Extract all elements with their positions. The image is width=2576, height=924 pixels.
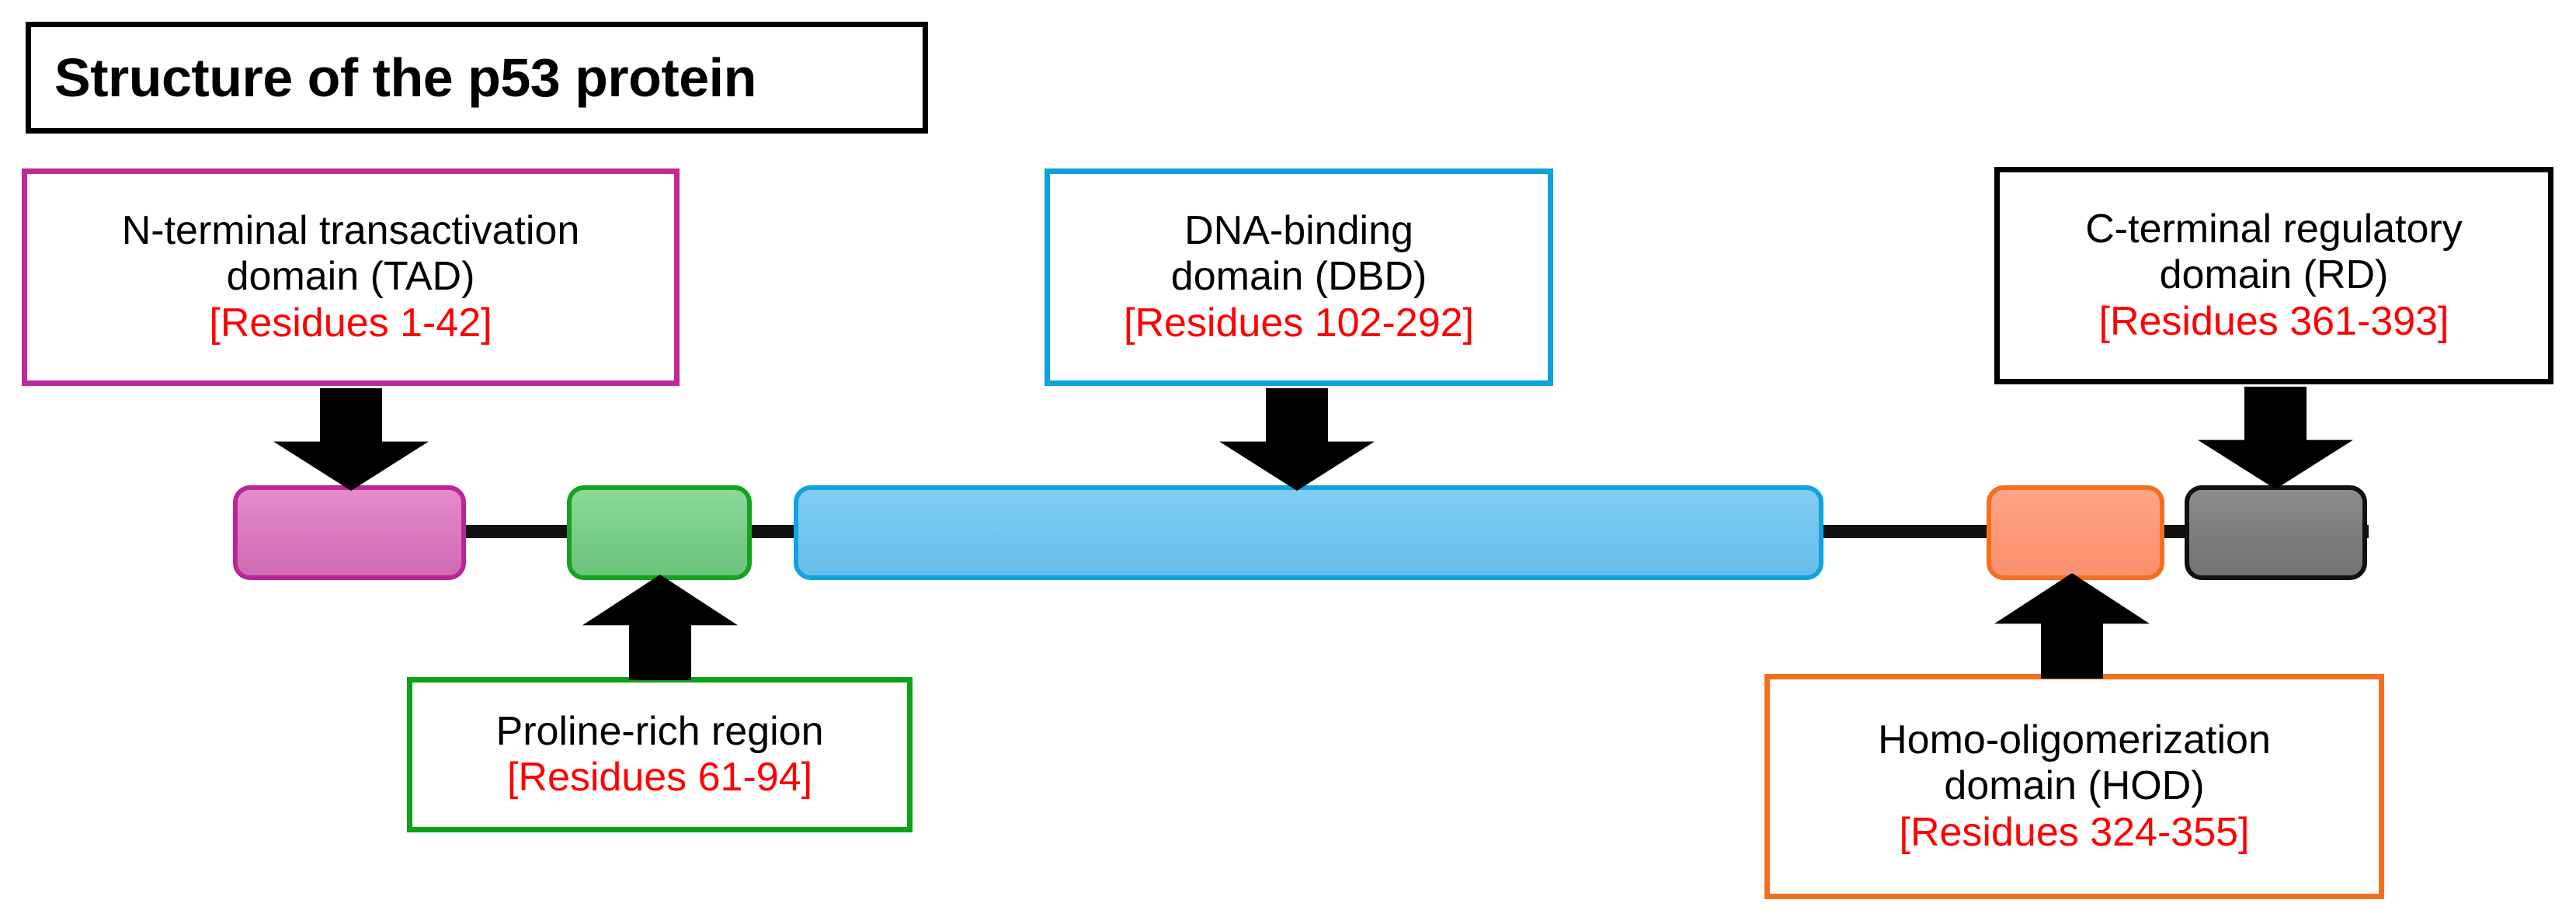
- callout-box-hod: Homo-oligomerization domain (HOD) [Resid…: [1764, 674, 2384, 899]
- callout-rd-residues: [Residues 361-393]: [2098, 298, 2449, 344]
- domain-block-prr: [567, 485, 752, 580]
- callout-prr-residues: [Residues 61-94]: [506, 755, 813, 800]
- callout-rd-line2: domain (RD): [2159, 252, 2389, 298]
- callout-tad-line1: N-terminal transactivation: [121, 208, 580, 254]
- arrow-up-icon-prr: [582, 575, 738, 680]
- callout-hod-line1: Homo-oligomerization: [1878, 717, 2271, 763]
- page-title: Structure of the p53 protein: [54, 47, 756, 108]
- callout-box-rd: C-terminal regulatory domain (RD) [Resid…: [1994, 167, 2553, 384]
- callout-hod-line2: domain (HOD): [1944, 763, 2205, 809]
- domain-block-rd: [2185, 485, 2367, 580]
- domain-block-hod: [1987, 485, 2164, 580]
- callout-box-tad: N-terminal transactivation domain (TAD) …: [22, 168, 680, 386]
- domain-block-tad: [233, 485, 466, 580]
- callout-box-prr: Proline-rich region [Residues 61-94]: [407, 677, 913, 832]
- callout-rd-line1: C-terminal regulatory: [2085, 207, 2463, 252]
- callout-dbd-line2: domain (DBD): [1170, 254, 1427, 300]
- callout-tad-line2: domain (TAD): [226, 254, 475, 300]
- callout-hod-residues: [Residues 324-355]: [1899, 809, 2250, 855]
- domain-block-dbd: [794, 485, 1823, 580]
- callout-dbd-residues: [Residues 102-292]: [1124, 300, 1474, 346]
- callout-prr-line1: Proline-rich region: [495, 708, 824, 754]
- diagram-title-box: Structure of the p53 protein: [26, 22, 928, 134]
- arrow-down-icon-dbd: [1219, 388, 1375, 491]
- arrow-down-icon-tad: [273, 388, 429, 491]
- arrow-down-icon-rd: [2198, 387, 2353, 489]
- callout-tad-residues: [Residues 1-42]: [209, 300, 492, 346]
- callout-dbd-line1: DNA-binding: [1184, 208, 1413, 254]
- callout-box-dbd: DNA-binding domain (DBD) [Residues 102-2…: [1045, 168, 1553, 386]
- arrow-up-icon-hod: [1994, 573, 2150, 679]
